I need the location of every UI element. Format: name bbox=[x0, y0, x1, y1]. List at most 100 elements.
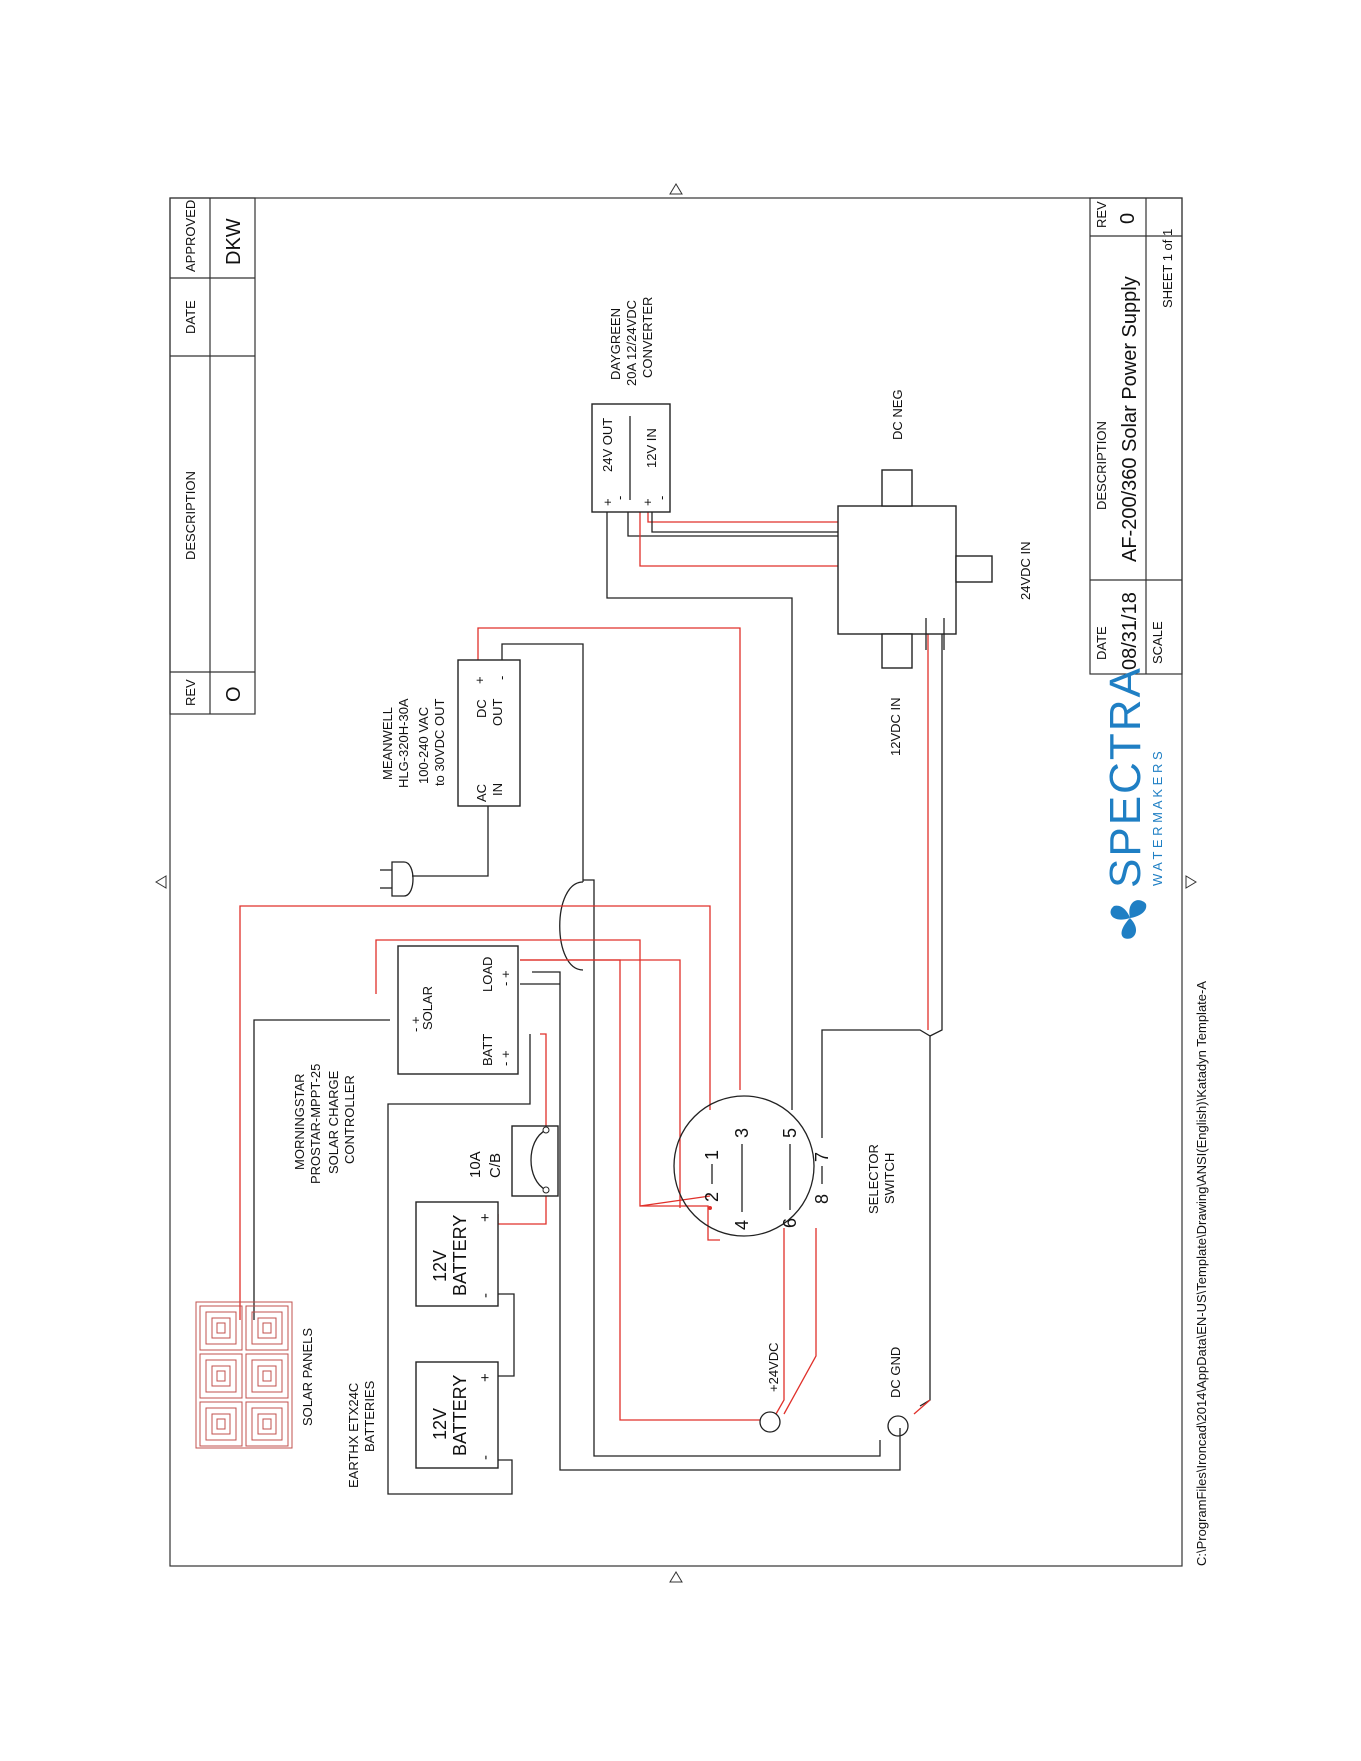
solar-cell bbox=[199, 1305, 243, 1351]
meanwell-minus: - bbox=[494, 676, 509, 680]
title-date-header: DATE bbox=[1094, 626, 1109, 660]
meanwell-line4: to 30VDC OUT bbox=[432, 699, 447, 786]
rev-header: REV bbox=[183, 679, 198, 706]
solar-cell bbox=[251, 1407, 283, 1441]
battery-1-line1: 12V bbox=[430, 1250, 450, 1282]
wiring bbox=[239, 506, 943, 1495]
dc-bus-block: DC NEG 24VDC IN 12VDC IN bbox=[837, 389, 1033, 756]
logo-sub: W A T E R M A K E R S bbox=[1150, 751, 1165, 886]
controller-batt-pm: - + bbox=[498, 1050, 513, 1066]
solar-cell bbox=[245, 1401, 289, 1447]
date-header: DATE bbox=[183, 300, 198, 334]
dc-gnd-label: DC GND bbox=[888, 1347, 903, 1398]
charge-controller: - + SOLAR BATT - + LOAD - + MORNINGSTAR … bbox=[292, 945, 519, 1184]
meanwell-line2: HLG-320H-30A bbox=[396, 698, 411, 788]
converter-line3: CONVERTER bbox=[640, 297, 655, 378]
solar-cell bbox=[262, 1418, 272, 1430]
battery-1-plus: + bbox=[477, 1213, 494, 1222]
title-scale-header: SCALE bbox=[1150, 621, 1165, 664]
solar-cell bbox=[205, 1311, 237, 1345]
battery-2-plus: + bbox=[477, 1373, 494, 1382]
title-rev-value: 0 bbox=[1117, 213, 1139, 224]
converter-in-label: 12V IN bbox=[644, 428, 659, 468]
controller-solar-label: SOLAR bbox=[420, 986, 435, 1030]
switch-pin-8: 8 bbox=[812, 1194, 832, 1204]
output-terminals: +24VDC DC GND bbox=[759, 1343, 909, 1437]
out-24vdc-label: +24VDC bbox=[766, 1343, 781, 1393]
description-header: DESCRIPTION bbox=[183, 471, 198, 560]
solar-cell bbox=[245, 1305, 289, 1351]
solar-cell bbox=[262, 1370, 272, 1382]
battery-2-minus: - bbox=[477, 1455, 494, 1460]
breaker-line1: 10A bbox=[467, 1151, 484, 1178]
solar-cell bbox=[205, 1407, 237, 1441]
switch-pin-6: 6 bbox=[780, 1218, 800, 1228]
solar-cell bbox=[257, 1365, 277, 1387]
battery-2-line2: BATTERY bbox=[450, 1375, 470, 1456]
approved-value: DKW bbox=[223, 218, 245, 265]
solar-cell bbox=[216, 1418, 226, 1430]
title-date: 08/31/18 bbox=[1119, 592, 1141, 670]
switch-pin-4: 4 bbox=[732, 1220, 752, 1230]
switch-pin-7: 7 bbox=[812, 1152, 832, 1162]
switch-pin-3: 3 bbox=[732, 1128, 752, 1138]
selector-switch: 1 2 3 4 5 6 7 8 SELECTOR SWITCH bbox=[673, 1095, 897, 1237]
solar-cell bbox=[251, 1359, 283, 1393]
approved-header: APPROVED bbox=[183, 200, 198, 272]
title-block: REV 0 DESCRIPTION AF-200/360 Solar Power… bbox=[1089, 197, 1183, 675]
meanwell-ac-label: AC bbox=[474, 784, 489, 802]
solar-cell bbox=[211, 1413, 231, 1435]
frame-center-marks bbox=[155, 183, 1197, 1583]
logo-brand: SPECTRA bbox=[1101, 666, 1150, 888]
circuit-breaker: 10A C/B bbox=[467, 1125, 559, 1197]
batteries-label-line2: BATTERIES bbox=[362, 1380, 377, 1452]
meanwell-plus: + bbox=[472, 676, 487, 684]
meanwell-dc-label: DC bbox=[474, 699, 489, 718]
ac-plug-icon bbox=[380, 861, 414, 897]
in-12vdc-label: 12VDC IN bbox=[888, 697, 903, 756]
battery-1: 12V BATTERY + - bbox=[415, 1201, 499, 1307]
drawing-border bbox=[169, 197, 1183, 1567]
solar-cell bbox=[245, 1353, 289, 1399]
controller-line2: PROSTAR-MPPT-25 bbox=[308, 1064, 323, 1184]
battery-1-minus: - bbox=[477, 1293, 494, 1298]
meanwell-psu: AC IN DC OUT + - MEANWELL HLG-320H-30A 1… bbox=[380, 659, 521, 807]
solar-panels: SOLAR PANELS bbox=[195, 1301, 315, 1449]
controller-line4: CONTROLLER bbox=[342, 1075, 357, 1164]
dc-neg-label: DC NEG bbox=[890, 389, 905, 440]
file-path: C:\ProgramFiles\Ironcad\2014\AppData\EN-… bbox=[1194, 981, 1209, 1566]
solar-cell bbox=[216, 1370, 226, 1382]
controller-solar-pm: - + bbox=[408, 1016, 423, 1032]
title-sheet: SHEET 1 of 1 bbox=[1160, 229, 1175, 308]
spectra-logo: SPECTRA W A T E R M A K E R S bbox=[1101, 666, 1165, 939]
switch-pin-5: 5 bbox=[780, 1128, 800, 1138]
selector-line2: SWITCH bbox=[882, 1153, 897, 1204]
solar-cell bbox=[199, 1353, 243, 1399]
meanwell-in-label: IN bbox=[490, 783, 505, 796]
controller-batt-label: BATT bbox=[480, 1034, 495, 1066]
title-description: AF-200/360 Solar Power Supply bbox=[1119, 276, 1141, 562]
solar-cell bbox=[216, 1322, 226, 1334]
converter-plus-1: + bbox=[600, 498, 615, 506]
selector-line1: SELECTOR bbox=[866, 1144, 881, 1214]
rev-value: O bbox=[223, 686, 245, 702]
solar-cell bbox=[257, 1413, 277, 1435]
revision-block: REV DESCRIPTION DATE APPROVED O DKW bbox=[169, 197, 256, 715]
battery-2-line1: 12V bbox=[430, 1408, 450, 1440]
solar-panels-label: SOLAR PANELS bbox=[300, 1328, 315, 1426]
in-24vdc-label: 24VDC IN bbox=[1018, 541, 1033, 600]
solar-cell bbox=[211, 1317, 231, 1339]
controller-line1: MORNINGSTAR bbox=[292, 1073, 307, 1170]
solar-cell bbox=[211, 1365, 231, 1387]
converter-plus-2: + bbox=[640, 498, 655, 506]
controller-load-pm: - + bbox=[498, 970, 513, 986]
meanwell-out-label: OUT bbox=[490, 699, 505, 727]
controller-load-label: LOAD bbox=[480, 957, 495, 992]
meanwell-line1: MEANWELL bbox=[380, 707, 395, 780]
solar-cell bbox=[257, 1317, 277, 1339]
meanwell-line3: 100-240 VAC bbox=[416, 707, 431, 784]
battery-1-line2: BATTERY bbox=[450, 1215, 470, 1296]
batteries-label-line1: EARTHX ETX24C bbox=[346, 1383, 361, 1488]
switch-pin-1: 1 bbox=[702, 1150, 722, 1160]
